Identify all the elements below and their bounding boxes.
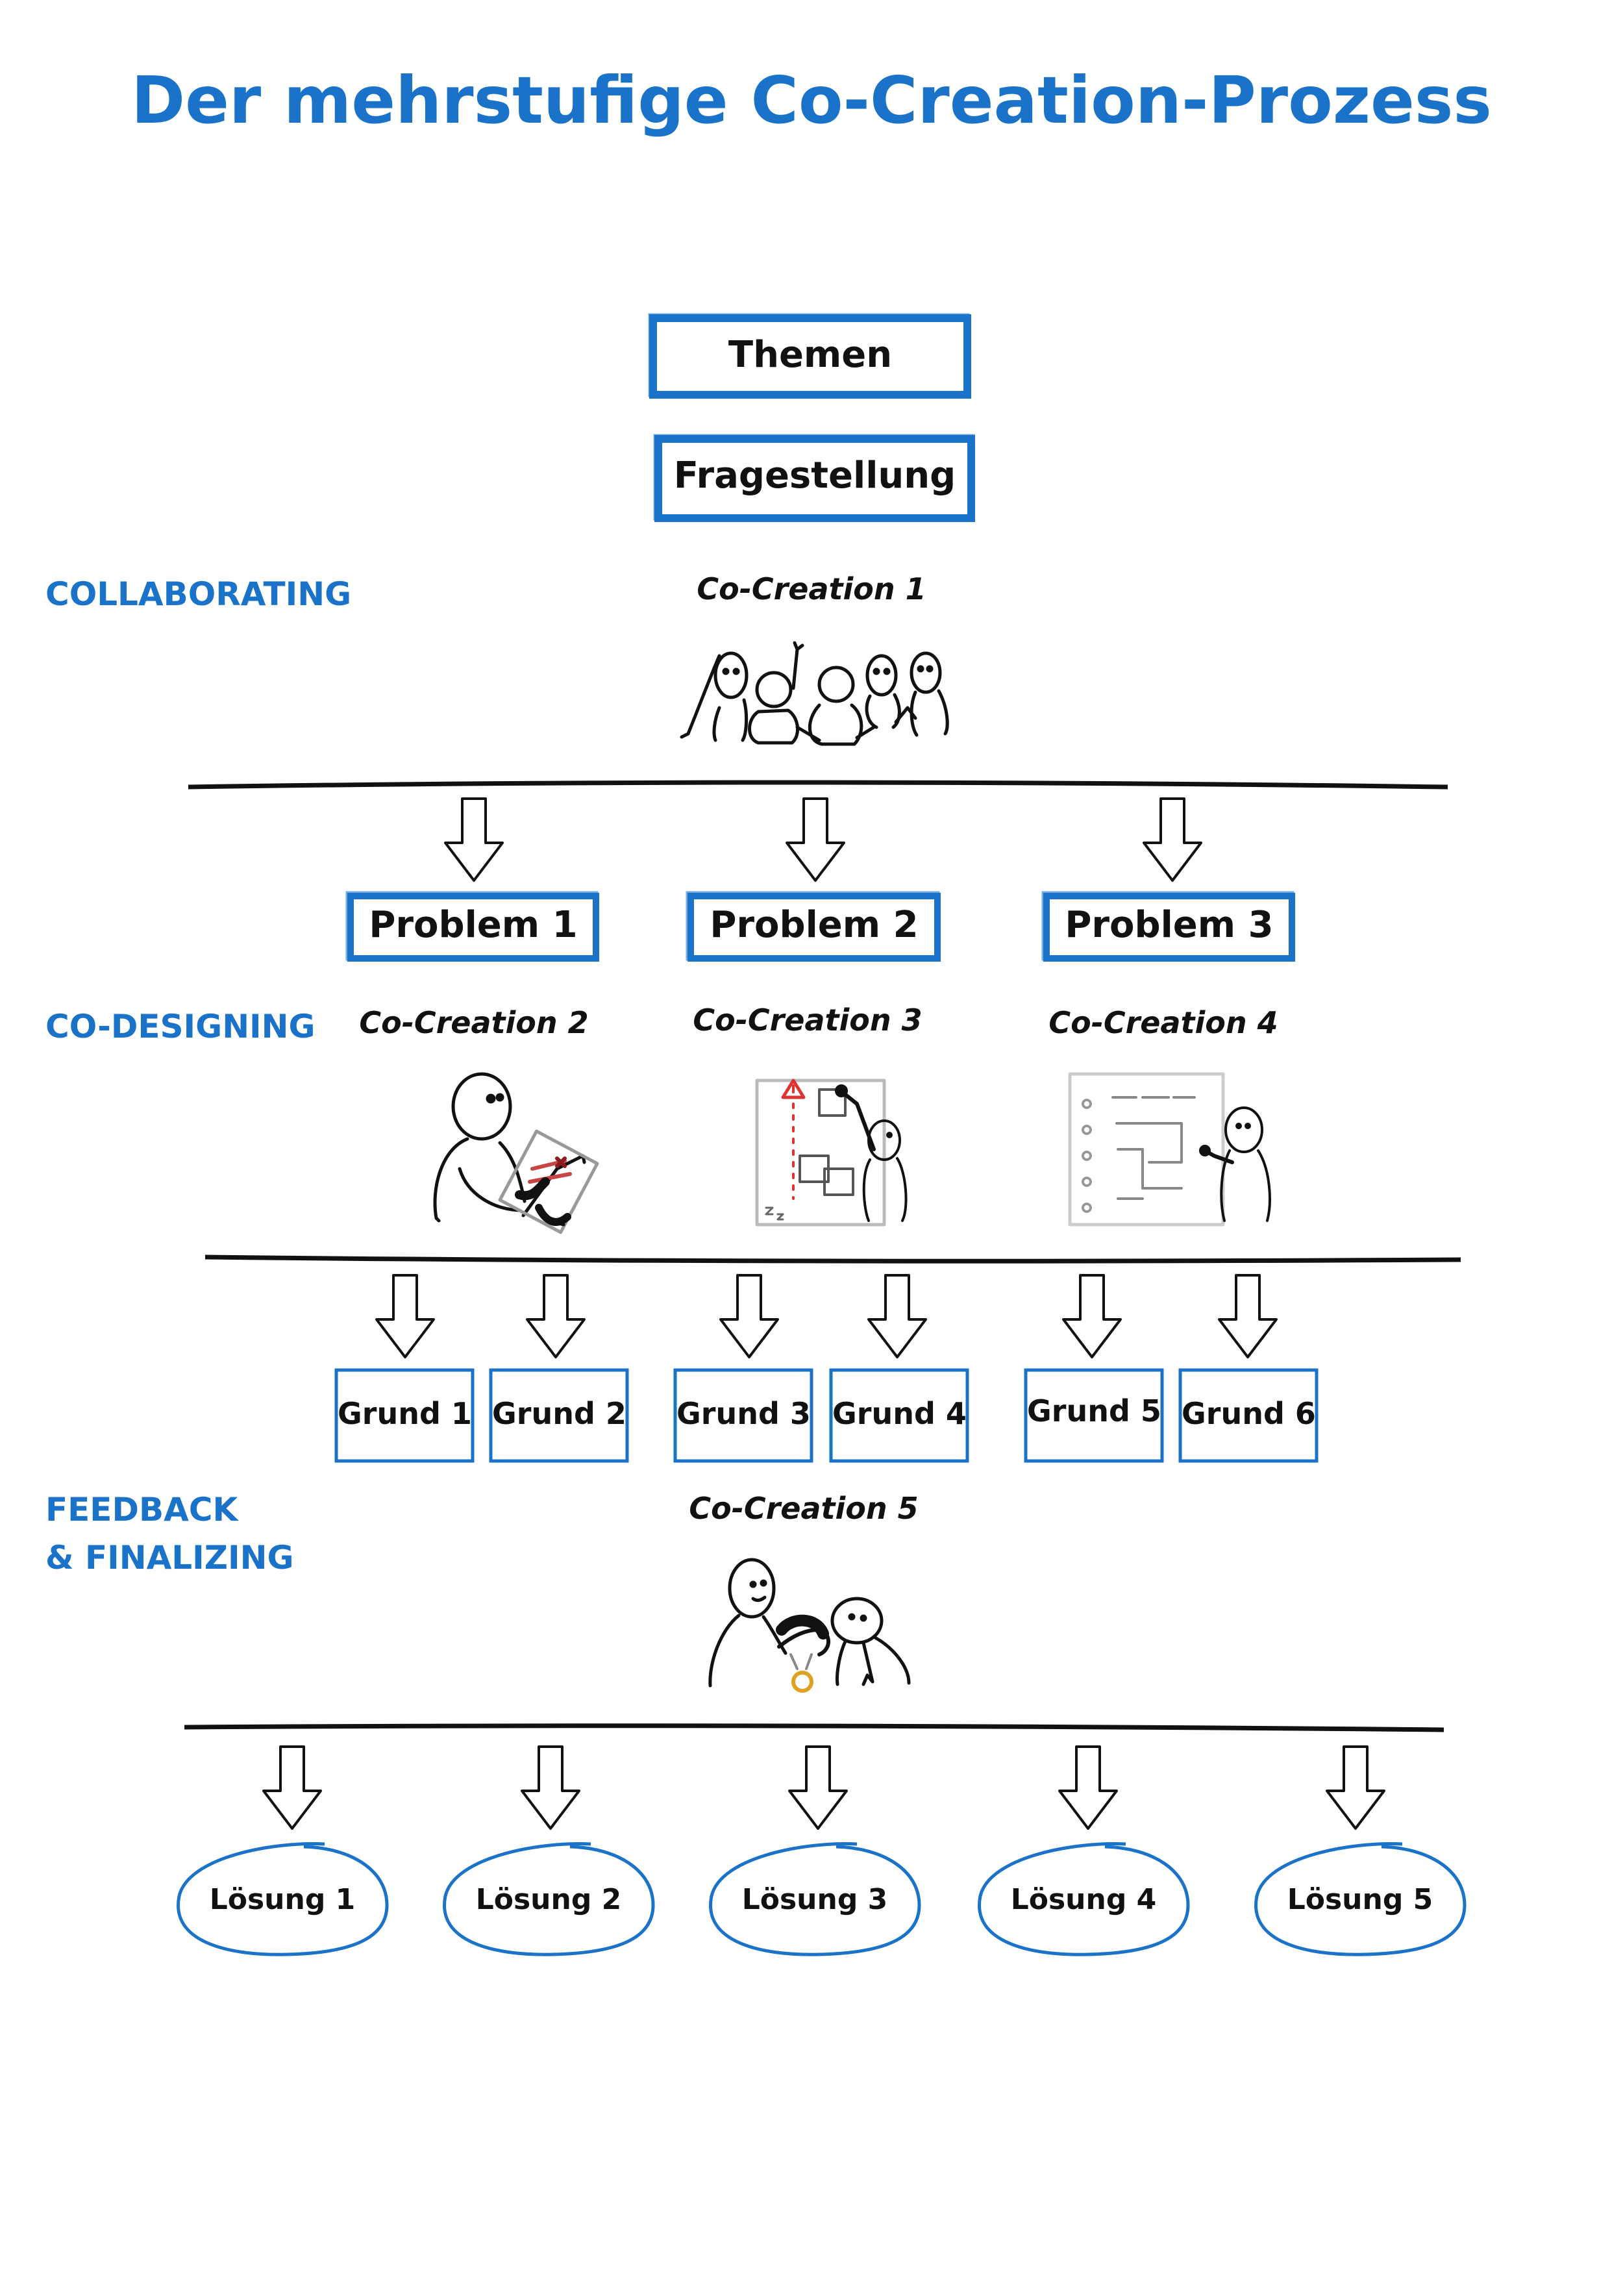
- loesung-1-oval: [177, 1842, 389, 1956]
- problem-1-box: [347, 893, 599, 962]
- cocreation-5-label: Co-Creation 5: [689, 1491, 919, 1526]
- loesung-4-label: Lösung 4: [1010, 1883, 1157, 1916]
- grund-6-label: Grund 6: [1182, 1396, 1316, 1431]
- arrow-down-icon: [1062, 1274, 1122, 1358]
- loesung-5-oval: [1254, 1842, 1467, 1956]
- loesung-2-label: Lösung 2: [475, 1883, 622, 1916]
- grund-2-box: [489, 1368, 629, 1463]
- grund-4-box: [829, 1368, 969, 1463]
- arrow-down-icon: [1058, 1745, 1118, 1830]
- person-at-flowchart-sketch: [1068, 1072, 1271, 1227]
- person-at-todo-board-sketch: [755, 1079, 908, 1227]
- phase-label-codesigning: CO-DESIGNING: [45, 1008, 316, 1045]
- fragestellung-label: Fragestellung: [673, 455, 956, 497]
- loesung-4-oval: [978, 1842, 1190, 1956]
- arrow-down-icon: [867, 1274, 927, 1358]
- separator-line: [204, 1254, 1461, 1264]
- separator-line: [188, 780, 1448, 790]
- loesung-3-label: Lösung 3: [741, 1883, 888, 1916]
- arrow-down-icon: [786, 797, 845, 882]
- arrow-down-icon: [1326, 1745, 1385, 1830]
- grund-6-box: [1178, 1368, 1319, 1463]
- problem-1-label: Problem 1: [369, 904, 578, 946]
- phase-label-collaborating: COLLABORATING: [45, 575, 352, 613]
- grund-4-label: Grund 4: [832, 1396, 967, 1431]
- arrow-down-icon: [444, 797, 504, 882]
- arrow-down-icon: [526, 1274, 586, 1358]
- grund-3-box: [673, 1368, 813, 1463]
- problem-2-box: [688, 893, 941, 962]
- arrow-down-icon: [1218, 1274, 1278, 1358]
- cocreation-3-label: Co-Creation 3: [693, 1003, 923, 1038]
- arrow-down-icon: [375, 1274, 435, 1358]
- loesung-1-label: Lösung 1: [209, 1883, 356, 1916]
- award-medal-sketch: [708, 1558, 911, 1693]
- cocreation-2-label: Co-Creation 2: [359, 1005, 589, 1040]
- grund-2-label: Grund 2: [492, 1396, 626, 1431]
- loesung-2-oval: [443, 1842, 655, 1956]
- themen-label: Themen: [728, 334, 893, 376]
- loesung-5-label: Lösung 5: [1287, 1883, 1433, 1916]
- arrow-down-icon: [1143, 797, 1202, 882]
- arrow-down-icon: [262, 1745, 322, 1830]
- grund-5-box: [1024, 1368, 1164, 1463]
- arrow-down-icon: [521, 1745, 580, 1830]
- phase-label-feedback: FEEDBACK: [45, 1491, 238, 1529]
- person-with-clipboard-sketch: [433, 1072, 599, 1234]
- cocreation-4-label: Co-Creation 4: [1048, 1005, 1278, 1040]
- problem-2-label: Problem 2: [710, 904, 919, 946]
- themen-box: [649, 314, 971, 399]
- loesung-3-oval: [709, 1842, 921, 1956]
- problem-3-label: Problem 3: [1065, 904, 1274, 946]
- fragestellung-box: [654, 435, 975, 522]
- arrow-down-icon: [788, 1745, 848, 1830]
- grund-5-label: Grund 5: [1027, 1393, 1161, 1429]
- cocreation-1-label: Co-Creation 1: [697, 571, 926, 606]
- grund-1-label: Grund 1: [338, 1396, 472, 1431]
- phase-label-finalizing: & FINALIZING: [45, 1539, 294, 1577]
- grund-3-label: Grund 3: [676, 1396, 811, 1431]
- grund-1-box: [334, 1368, 475, 1463]
- page-title: Der mehrstufige Co-Creation-Prozess: [131, 62, 1492, 138]
- group-discussion-sketch: [680, 641, 949, 746]
- problem-3-box: [1043, 893, 1295, 962]
- arrow-down-icon: [719, 1274, 779, 1358]
- separator-line: [184, 1723, 1444, 1732]
